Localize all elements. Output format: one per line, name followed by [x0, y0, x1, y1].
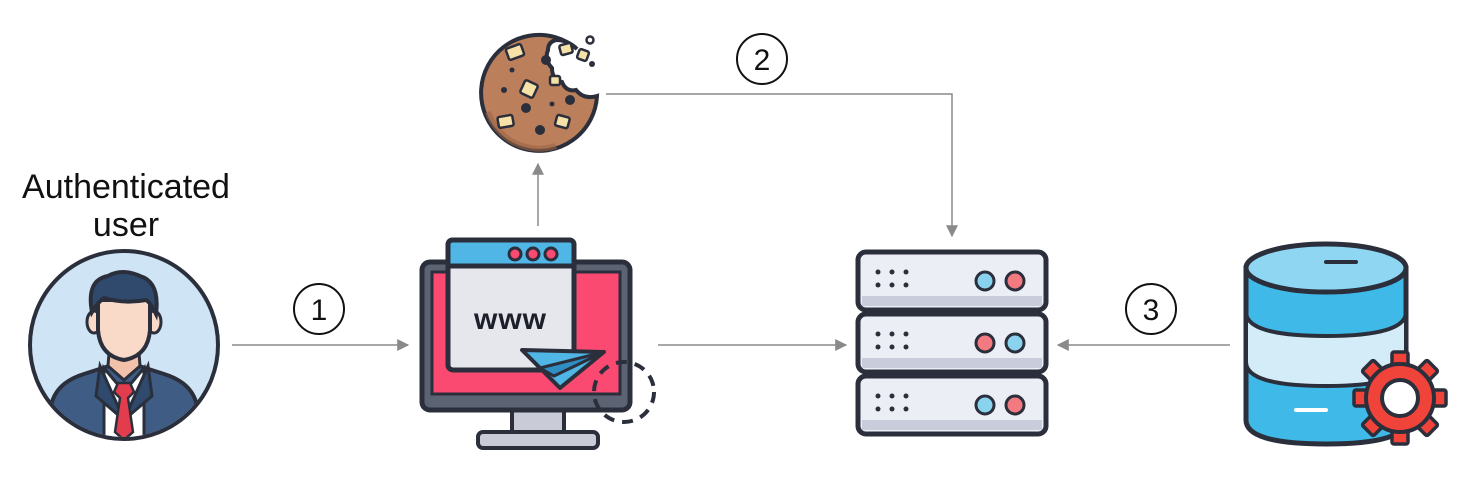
- user-label-line1: Authenticated: [22, 168, 230, 206]
- user-avatar-icon: [28, 249, 220, 441]
- svg-text:1: 1: [311, 294, 328, 327]
- database-gear-icon: [1243, 241, 1448, 447]
- user-label-line2: user: [92, 206, 160, 244]
- server-unit-2: [855, 311, 1049, 375]
- step-3-label: 3: [1125, 283, 1177, 335]
- server-unit-3: [855, 373, 1049, 437]
- browser-address-text: www: [473, 303, 547, 336]
- svg-text:3: 3: [1143, 294, 1160, 327]
- svg-text:2: 2: [754, 44, 771, 77]
- server-stack-icon: [855, 249, 1049, 437]
- cookie-icon: [479, 32, 600, 153]
- server-unit-1: [855, 249, 1049, 313]
- computer-browser-icon: www: [419, 237, 656, 450]
- step-1-label: 1: [293, 283, 345, 335]
- step-2-label: 2: [736, 33, 788, 85]
- user-label: Authenticated user: [0, 168, 252, 244]
- arrow-cookie-to-server: [606, 93, 958, 238]
